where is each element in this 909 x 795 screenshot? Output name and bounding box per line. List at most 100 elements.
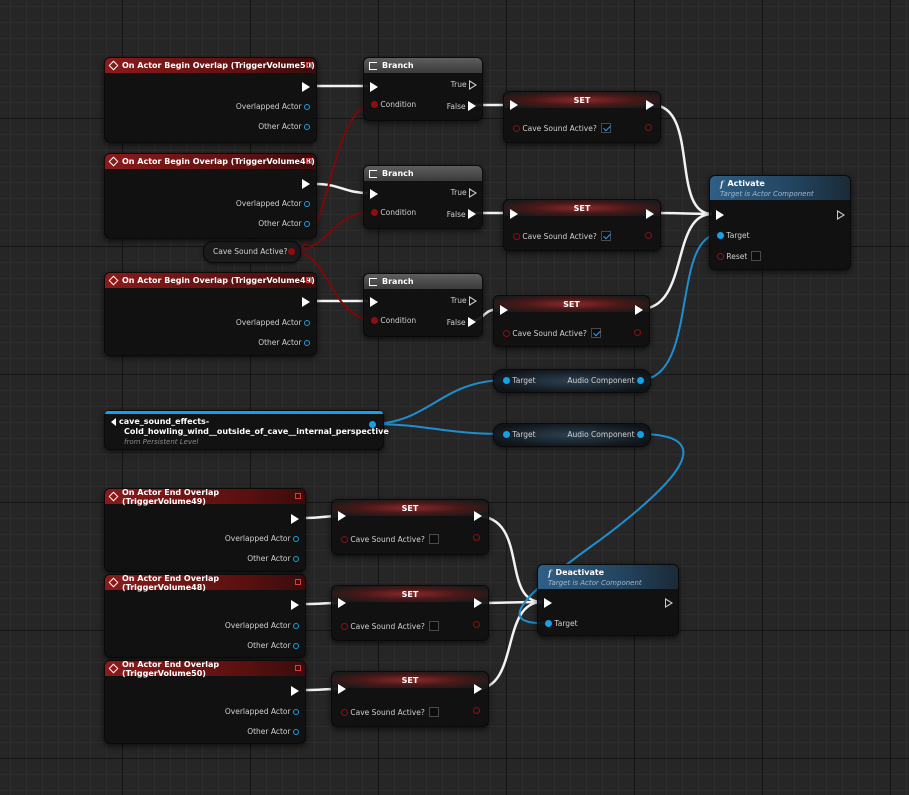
exec-in-pin-icon[interactable] xyxy=(500,305,508,315)
branch-title: Branch xyxy=(382,277,414,286)
checkbox-unchecked[interactable] xyxy=(428,707,439,717)
reset-checkbox[interactable] xyxy=(751,251,762,261)
exec-in-pin-icon[interactable] xyxy=(370,297,378,307)
checkbox-checked[interactable] xyxy=(590,328,601,338)
object-pin-icon[interactable] xyxy=(304,123,310,130)
object-pin-icon[interactable] xyxy=(304,339,310,346)
set-title: SET xyxy=(563,299,580,309)
object-pin-icon[interactable] xyxy=(637,431,644,438)
exec-out-pin-icon[interactable] xyxy=(302,297,310,307)
object-pin-icon[interactable] xyxy=(369,421,376,428)
event-end-overlap-tv48[interactable]: On Actor End Overlap (TriggerVolume48) O… xyxy=(104,574,306,658)
event-title: On Actor Begin Overlap (TriggerVolume48) xyxy=(122,157,315,166)
exec-in-pin-icon[interactable] xyxy=(370,189,378,199)
set-node-end-3[interactable]: SET Cave Sound Active? xyxy=(331,671,489,727)
bool-pin-icon[interactable] xyxy=(288,248,295,255)
object-pin-icon[interactable] xyxy=(293,535,299,542)
exec-in-pin-icon[interactable] xyxy=(370,82,378,92)
set-var-label: Cave Sound Active? xyxy=(350,534,425,544)
exec-out-pin-icon[interactable] xyxy=(468,209,476,219)
bool-pin-icon[interactable] xyxy=(513,124,520,132)
object-pin-icon[interactable] xyxy=(293,555,299,562)
exec-out-pin-icon[interactable] xyxy=(469,80,477,90)
set-node-begin-1[interactable]: SET Cave Sound Active? xyxy=(503,91,661,143)
exec-out-pin-icon[interactable] xyxy=(302,82,310,92)
bool-pin-icon[interactable] xyxy=(717,252,724,260)
checkbox-unchecked[interactable] xyxy=(428,534,439,544)
set-node-begin-3[interactable]: SET Cave Sound Active? xyxy=(493,295,650,347)
audio-component-getter-1[interactable]: Target Audio Component xyxy=(493,369,651,393)
exec-out-pin-icon[interactable] xyxy=(291,600,299,610)
bool-pin-icon[interactable] xyxy=(371,317,378,324)
exec-out-pin-icon[interactable] xyxy=(665,598,673,608)
exec-in-pin-icon[interactable] xyxy=(510,209,518,219)
exec-out-pin-icon[interactable] xyxy=(646,209,654,219)
branch-node-1[interactable]: Branch True Condition False xyxy=(363,57,483,121)
object-pin-icon[interactable] xyxy=(293,642,299,649)
object-pin-icon[interactable] xyxy=(293,708,299,715)
bool-out-pin-icon[interactable] xyxy=(645,232,652,239)
exec-out-pin-icon[interactable] xyxy=(469,296,477,306)
exec-in-pin-icon[interactable] xyxy=(544,598,552,608)
object-pin-icon[interactable] xyxy=(304,319,310,326)
bool-out-pin-icon[interactable] xyxy=(473,707,480,714)
branch-node-3[interactable]: Branch True Condition False xyxy=(363,273,483,337)
exec-in-pin-icon[interactable] xyxy=(510,100,518,110)
object-pin-icon[interactable] xyxy=(717,232,724,239)
checkbox-checked[interactable] xyxy=(600,123,611,133)
exec-in-pin-icon[interactable] xyxy=(338,598,346,608)
exec-in-pin-icon[interactable] xyxy=(338,511,346,521)
object-pin-icon[interactable] xyxy=(304,200,310,207)
event-end-overlap-tv49[interactable]: On Actor End Overlap (TriggerVolume49) O… xyxy=(104,488,306,572)
set-node-end-1[interactable]: SET Cave Sound Active? xyxy=(331,499,489,555)
bool-pin-icon[interactable] xyxy=(341,535,348,543)
bool-pin-icon[interactable] xyxy=(371,209,378,216)
set-node-end-2[interactable]: SET Cave Sound Active? xyxy=(331,585,489,641)
exec-out-pin-icon[interactable] xyxy=(635,305,643,315)
audio-component-getter-2[interactable]: Target Audio Component xyxy=(493,423,651,447)
exec-in-pin-icon[interactable] xyxy=(338,684,346,694)
bool-pin-icon[interactable] xyxy=(371,101,378,108)
checkbox-checked[interactable] xyxy=(600,231,611,241)
bool-pin-icon[interactable] xyxy=(341,622,348,630)
bool-out-pin-icon[interactable] xyxy=(645,124,652,131)
exec-out-pin-icon[interactable] xyxy=(837,210,845,220)
exec-out-pin-icon[interactable] xyxy=(474,598,482,608)
bool-out-pin-icon[interactable] xyxy=(473,621,480,628)
set-node-begin-2[interactable]: SET Cave Sound Active? xyxy=(503,199,661,251)
exec-out-pin-icon[interactable] xyxy=(302,179,310,189)
event-end-overlap-tv50[interactable]: On Actor End Overlap (TriggerVolume50) O… xyxy=(104,660,306,744)
object-pin-icon[interactable] xyxy=(637,377,644,384)
var-get-cave-sound-active[interactable]: Cave Sound Active? xyxy=(203,241,301,263)
object-pin-icon[interactable] xyxy=(304,220,310,227)
exec-out-pin-icon[interactable] xyxy=(469,188,477,198)
event-begin-overlap-tv48[interactable]: On Actor Begin Overlap (TriggerVolume48)… xyxy=(104,153,317,239)
bool-out-pin-icon[interactable] xyxy=(634,329,641,336)
object-pin-icon[interactable] xyxy=(293,622,299,629)
exec-out-pin-icon[interactable] xyxy=(468,101,476,111)
sound-actor-reference[interactable]: cave_sound_effects- Cold_howling_wind__o… xyxy=(104,410,389,450)
object-pin-icon[interactable] xyxy=(293,728,299,735)
exec-out-pin-icon[interactable] xyxy=(474,684,482,694)
exec-out-pin-icon[interactable] xyxy=(468,317,476,327)
exec-in-pin-icon[interactable] xyxy=(716,210,724,220)
bool-pin-icon[interactable] xyxy=(503,329,510,337)
event-begin-overlap-tv49[interactable]: On Actor Begin Overlap (TriggerVolume49)… xyxy=(104,272,317,356)
checkbox-unchecked[interactable] xyxy=(428,621,439,631)
exec-out-pin-icon[interactable] xyxy=(291,686,299,696)
exec-out-pin-icon[interactable] xyxy=(474,511,482,521)
bool-out-pin-icon[interactable] xyxy=(473,534,480,541)
branch-node-2[interactable]: Branch True Condition False xyxy=(363,165,483,229)
bool-pin-icon[interactable] xyxy=(513,232,520,240)
exec-out-pin-icon[interactable] xyxy=(291,514,299,524)
bool-pin-icon[interactable] xyxy=(341,708,348,716)
object-pin-icon[interactable] xyxy=(304,103,310,110)
event-begin-overlap-tv50[interactable]: On Actor Begin Overlap (TriggerVolume50)… xyxy=(104,57,317,143)
object-pin-icon[interactable] xyxy=(503,377,510,384)
object-pin-icon[interactable] xyxy=(545,620,552,627)
object-pin-icon[interactable] xyxy=(503,431,510,438)
exec-out-pin-icon[interactable] xyxy=(646,100,654,110)
